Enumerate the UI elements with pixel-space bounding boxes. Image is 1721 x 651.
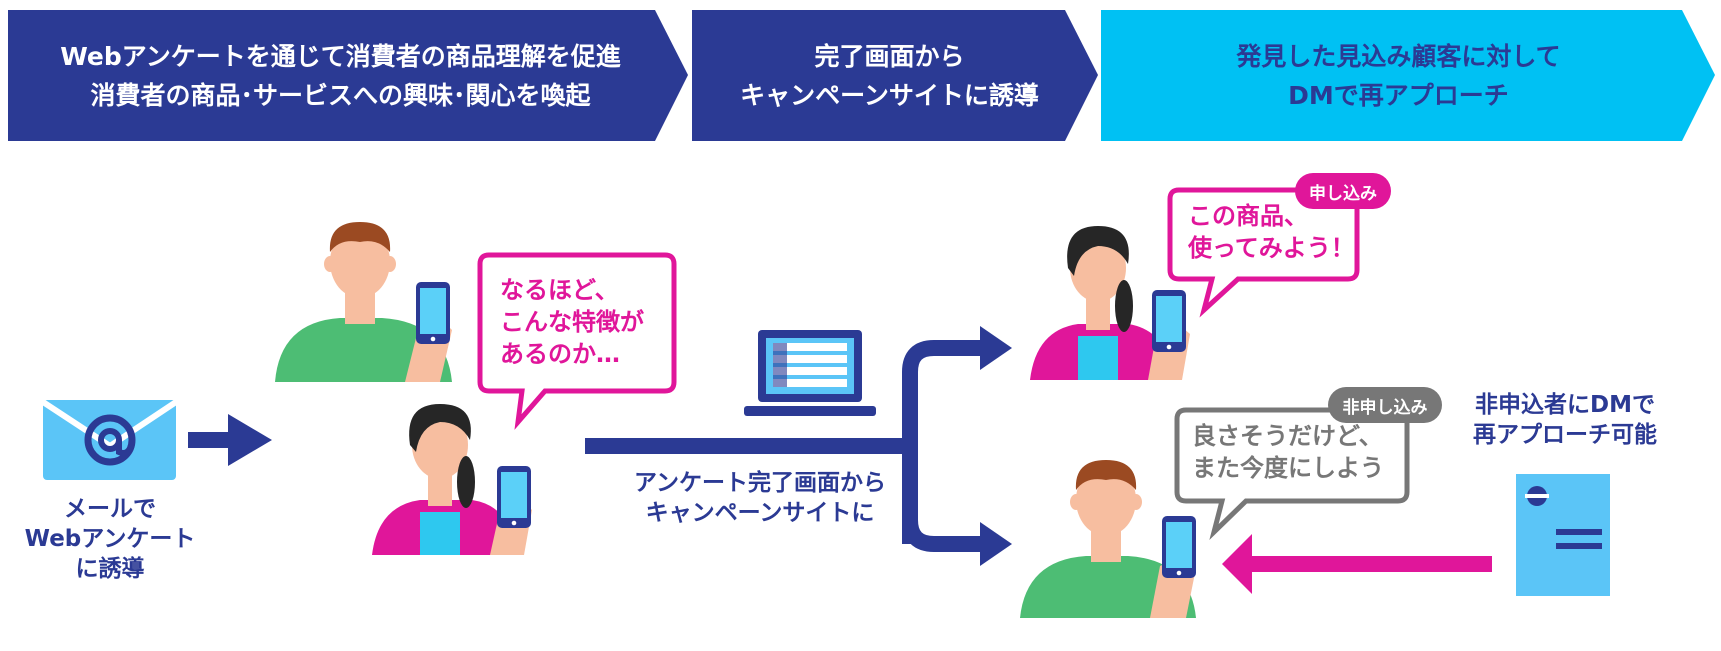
arrow-icon bbox=[188, 414, 272, 466]
banner-text-1: Webアンケートを通じて消費者の商品理解を促進 消費者の商品･サービスへの興味･… bbox=[60, 41, 621, 110]
banner-arrow-3 bbox=[1101, 10, 1715, 141]
banner-text-2: 完了画面から キャンペーンサイトに誘導 bbox=[740, 41, 1039, 110]
campaign-caption: アンケート完了画面から キャンペーンサイトに bbox=[633, 470, 887, 526]
woman-with-phone-1 bbox=[372, 404, 532, 555]
woman-with-phone-2 bbox=[1030, 226, 1190, 380]
dm-arrow bbox=[1222, 534, 1492, 594]
dm-document-icon bbox=[1516, 474, 1610, 596]
bubble-apply-text: この商品、 使ってみよう！ bbox=[1188, 202, 1355, 262]
tag-apply: 申し込み bbox=[1295, 173, 1391, 209]
branch-arrow bbox=[585, 326, 1012, 566]
man-with-phone-1 bbox=[275, 222, 452, 382]
man-with-phone-2 bbox=[1020, 460, 1196, 618]
banner-arrow-1 bbox=[8, 10, 688, 141]
tag-not-apply: 非申し込み bbox=[1328, 387, 1442, 423]
email-caption: メールで Webアンケート に誘導 bbox=[24, 496, 196, 582]
laptop-icon bbox=[744, 330, 876, 416]
banner-arrow-2 bbox=[692, 10, 1098, 141]
envelope-at-icon bbox=[41, 399, 178, 480]
dm-caption: 非申込者にDMで 再アプローチ可能 bbox=[1473, 392, 1657, 448]
bubble-understand-text: なるほど、 こんな特徴が あるのか… bbox=[500, 276, 644, 368]
bubble-not-apply-text: 良さそうだけど、 また今度にしよう bbox=[1192, 422, 1384, 482]
banner-text-3: 発見した見込み顧客に対して DMで再アプローチ bbox=[1236, 41, 1561, 110]
speech-bubble-understand bbox=[477, 252, 677, 430]
